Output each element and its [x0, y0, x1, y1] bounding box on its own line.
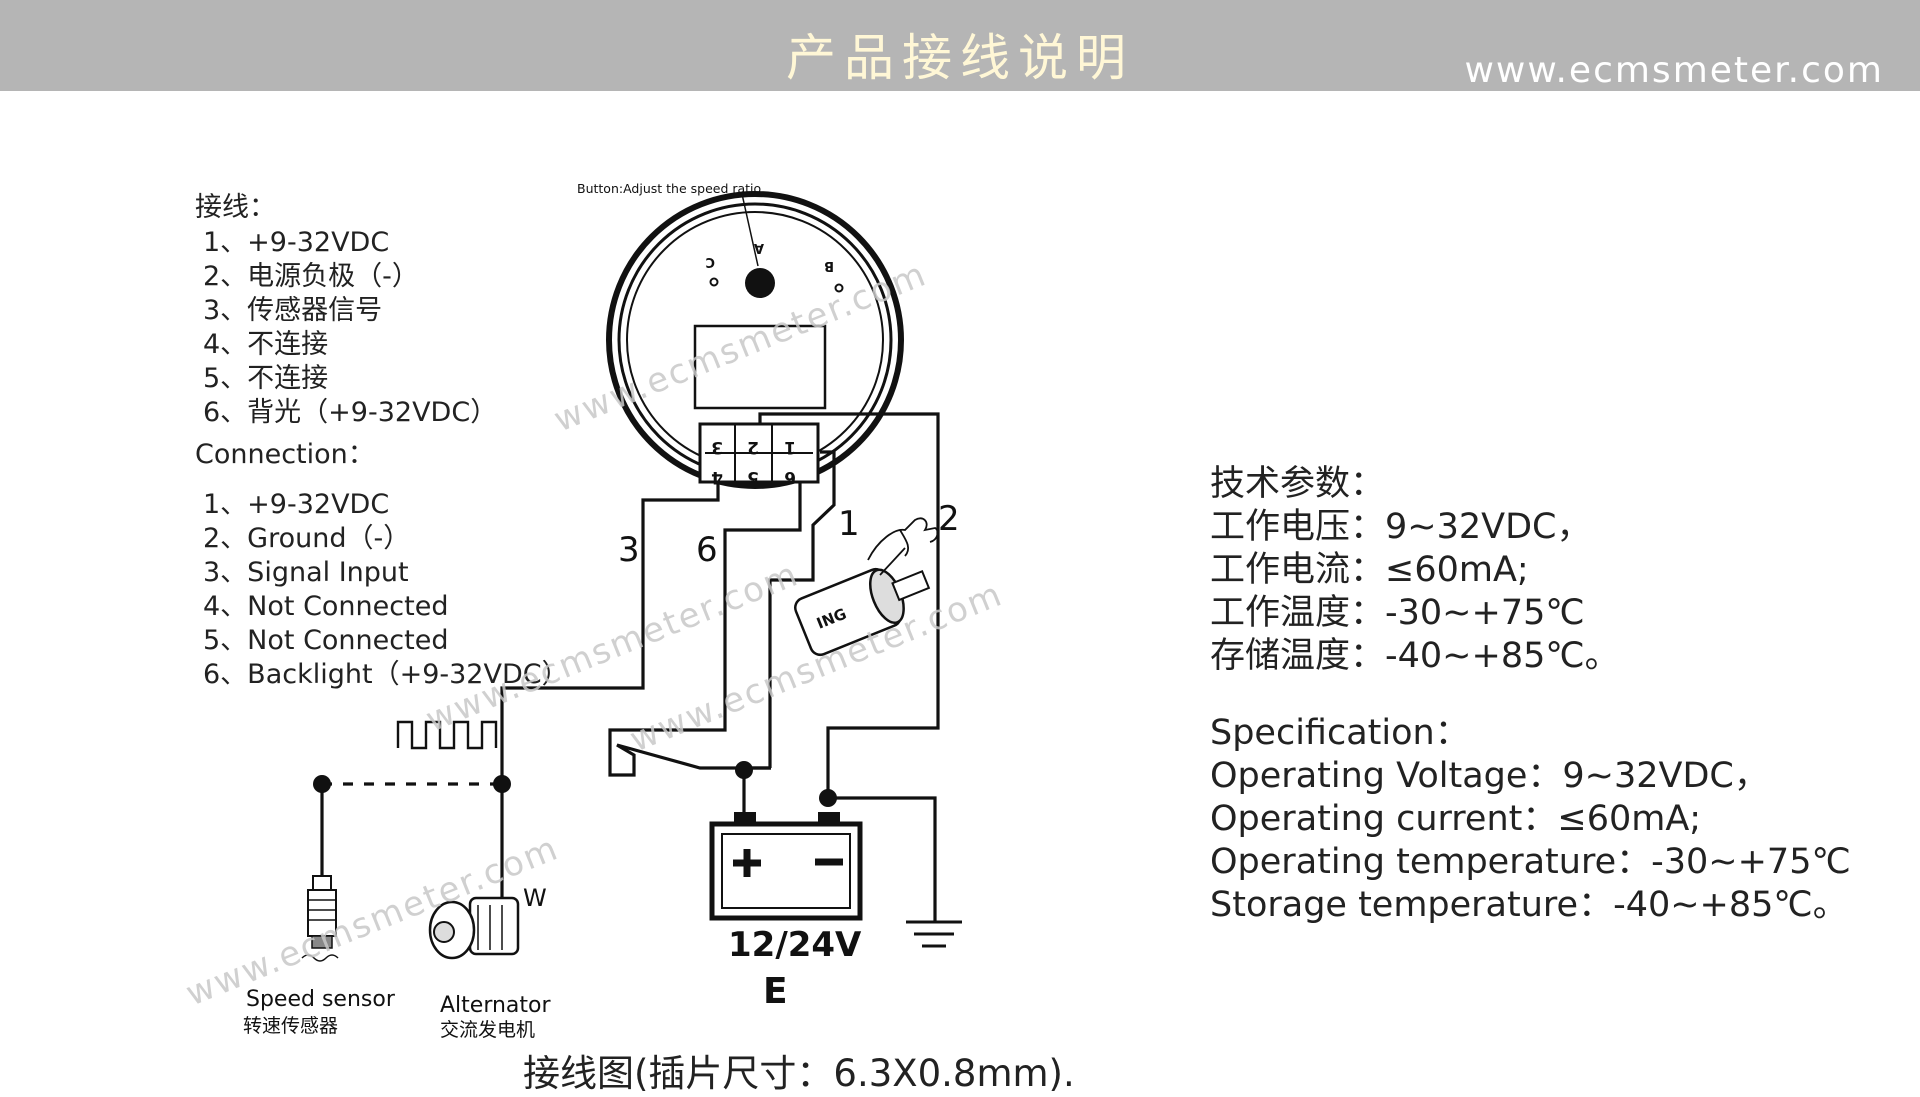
wiring-item-en: 5、Not Connected: [203, 625, 449, 656]
wiring-item-en: 3、Signal Input: [203, 557, 409, 588]
spec-line-en: Operating Voltage：9~32VDC，: [1210, 756, 1769, 796]
button-callout-label: Button:Adjust the speed ratio: [577, 181, 761, 196]
pin-label: 1: [784, 437, 796, 457]
wiring-heading-en: Connection：: [195, 439, 375, 470]
spec-line-en: Storage temperature：-40~+85℃。: [1210, 885, 1848, 925]
diagram-caption: 接线图(插片尺寸：6.3X0.8mm).: [523, 1043, 1075, 1097]
speed-sensor-label-en: Speed sensor: [246, 987, 396, 1012]
wire-number-6: 6: [696, 530, 718, 570]
wiring-item-en: 6、Backlight（+9-32VDC）: [203, 659, 569, 690]
wiring-item-cn: 5、不连接: [203, 363, 329, 394]
spec-heading-cn: 技术参数：: [1210, 464, 1386, 504]
wire-1: [768, 450, 836, 768]
junction-dot: [819, 789, 837, 807]
wire-3: [500, 482, 720, 785]
key-hand-icon: [867, 517, 939, 576]
caption-cn: 接线图: [523, 1052, 634, 1095]
junction-dot: [735, 761, 753, 779]
alternator-icon: [428, 896, 520, 960]
speed-sensor-icon: [301, 875, 339, 962]
pulse-signal-icon: [396, 720, 498, 750]
wire-6: [608, 482, 802, 777]
wire-2: [758, 412, 940, 798]
spec-line-cn: 存储温度：-40~+85℃。: [1210, 636, 1620, 676]
button-b-dot: [834, 283, 844, 293]
button-c-dot: [709, 277, 719, 287]
alternator-label-cn: 交流发电机: [440, 1019, 535, 1041]
ground-wire: [828, 796, 937, 922]
junction-dot: [313, 775, 331, 793]
button-letter-b: B: [824, 258, 834, 273]
wiring-item-cn: 3、传感器信号: [203, 295, 383, 326]
wiring-item-cn: 1、+9-32VDC: [203, 227, 390, 258]
wiring-item-cn: 6、背光（+9-32VDC）: [203, 397, 498, 428]
spec-line-en: Operating temperature：-30~+75℃: [1210, 842, 1851, 882]
website-url: www.ecmsmeter.com: [1464, 50, 1884, 91]
caption-rest: (插片尺寸：6.3X0.8mm).: [634, 1052, 1075, 1095]
wiring-item-en: 4、Not Connected: [203, 591, 449, 622]
pin-label: 6: [784, 467, 796, 487]
alternator-terminal-w: W: [523, 884, 547, 912]
spec-heading-en: Specification：: [1210, 713, 1470, 753]
ground-symbol: [906, 920, 962, 948]
wiring-item-en: 1、+9-32VDC: [203, 489, 390, 520]
spec-line-cn: 工作电流：≤60mA;: [1210, 550, 1529, 590]
lcd-display: [693, 324, 827, 410]
battery-icon: [709, 812, 863, 921]
adjust-button: [745, 268, 775, 298]
wire-number-2: 2: [938, 499, 960, 539]
pin-label: 3: [711, 437, 723, 457]
speed-sensor-label-cn: 转速传感器: [243, 1015, 338, 1037]
wire-number-1: 1: [838, 504, 860, 544]
wiring-item-en: 2、Ground（-）: [203, 523, 411, 554]
button-letter-a: A: [754, 240, 764, 255]
header-bar: 产品接线说明 www.ecmsmeter.com: [0, 0, 1920, 91]
button-letter-c: C: [705, 254, 715, 269]
ground-label-e: E: [763, 971, 788, 1012]
alternator-label-en: Alternator: [440, 993, 551, 1018]
junction-dot: [493, 775, 511, 793]
spec-line-cn: 工作电压：9~32VDC，: [1210, 507, 1592, 547]
wiring-item-cn: 4、不连接: [203, 329, 329, 360]
gauge-bezel: [606, 191, 904, 489]
wire-number-3: 3: [618, 530, 640, 570]
pin-label: 4: [711, 467, 723, 487]
page-title: 产品接线说明: [786, 29, 1134, 87]
wiring-item-cn: 2、电源负极（-）: [203, 261, 419, 292]
wiring-heading-cn: 接线：: [195, 192, 276, 223]
spec-line-cn: 工作温度：-30~+75℃: [1210, 593, 1585, 633]
spec-line-en: Operating current：≤60mA;: [1210, 799, 1702, 839]
pin-label: 5: [747, 467, 759, 487]
ignition-switch-icon: ING: [794, 567, 931, 657]
button-leader-line: [741, 193, 759, 267]
pin-label: 2: [747, 437, 759, 457]
battery-voltage: 12/24V: [728, 925, 862, 965]
